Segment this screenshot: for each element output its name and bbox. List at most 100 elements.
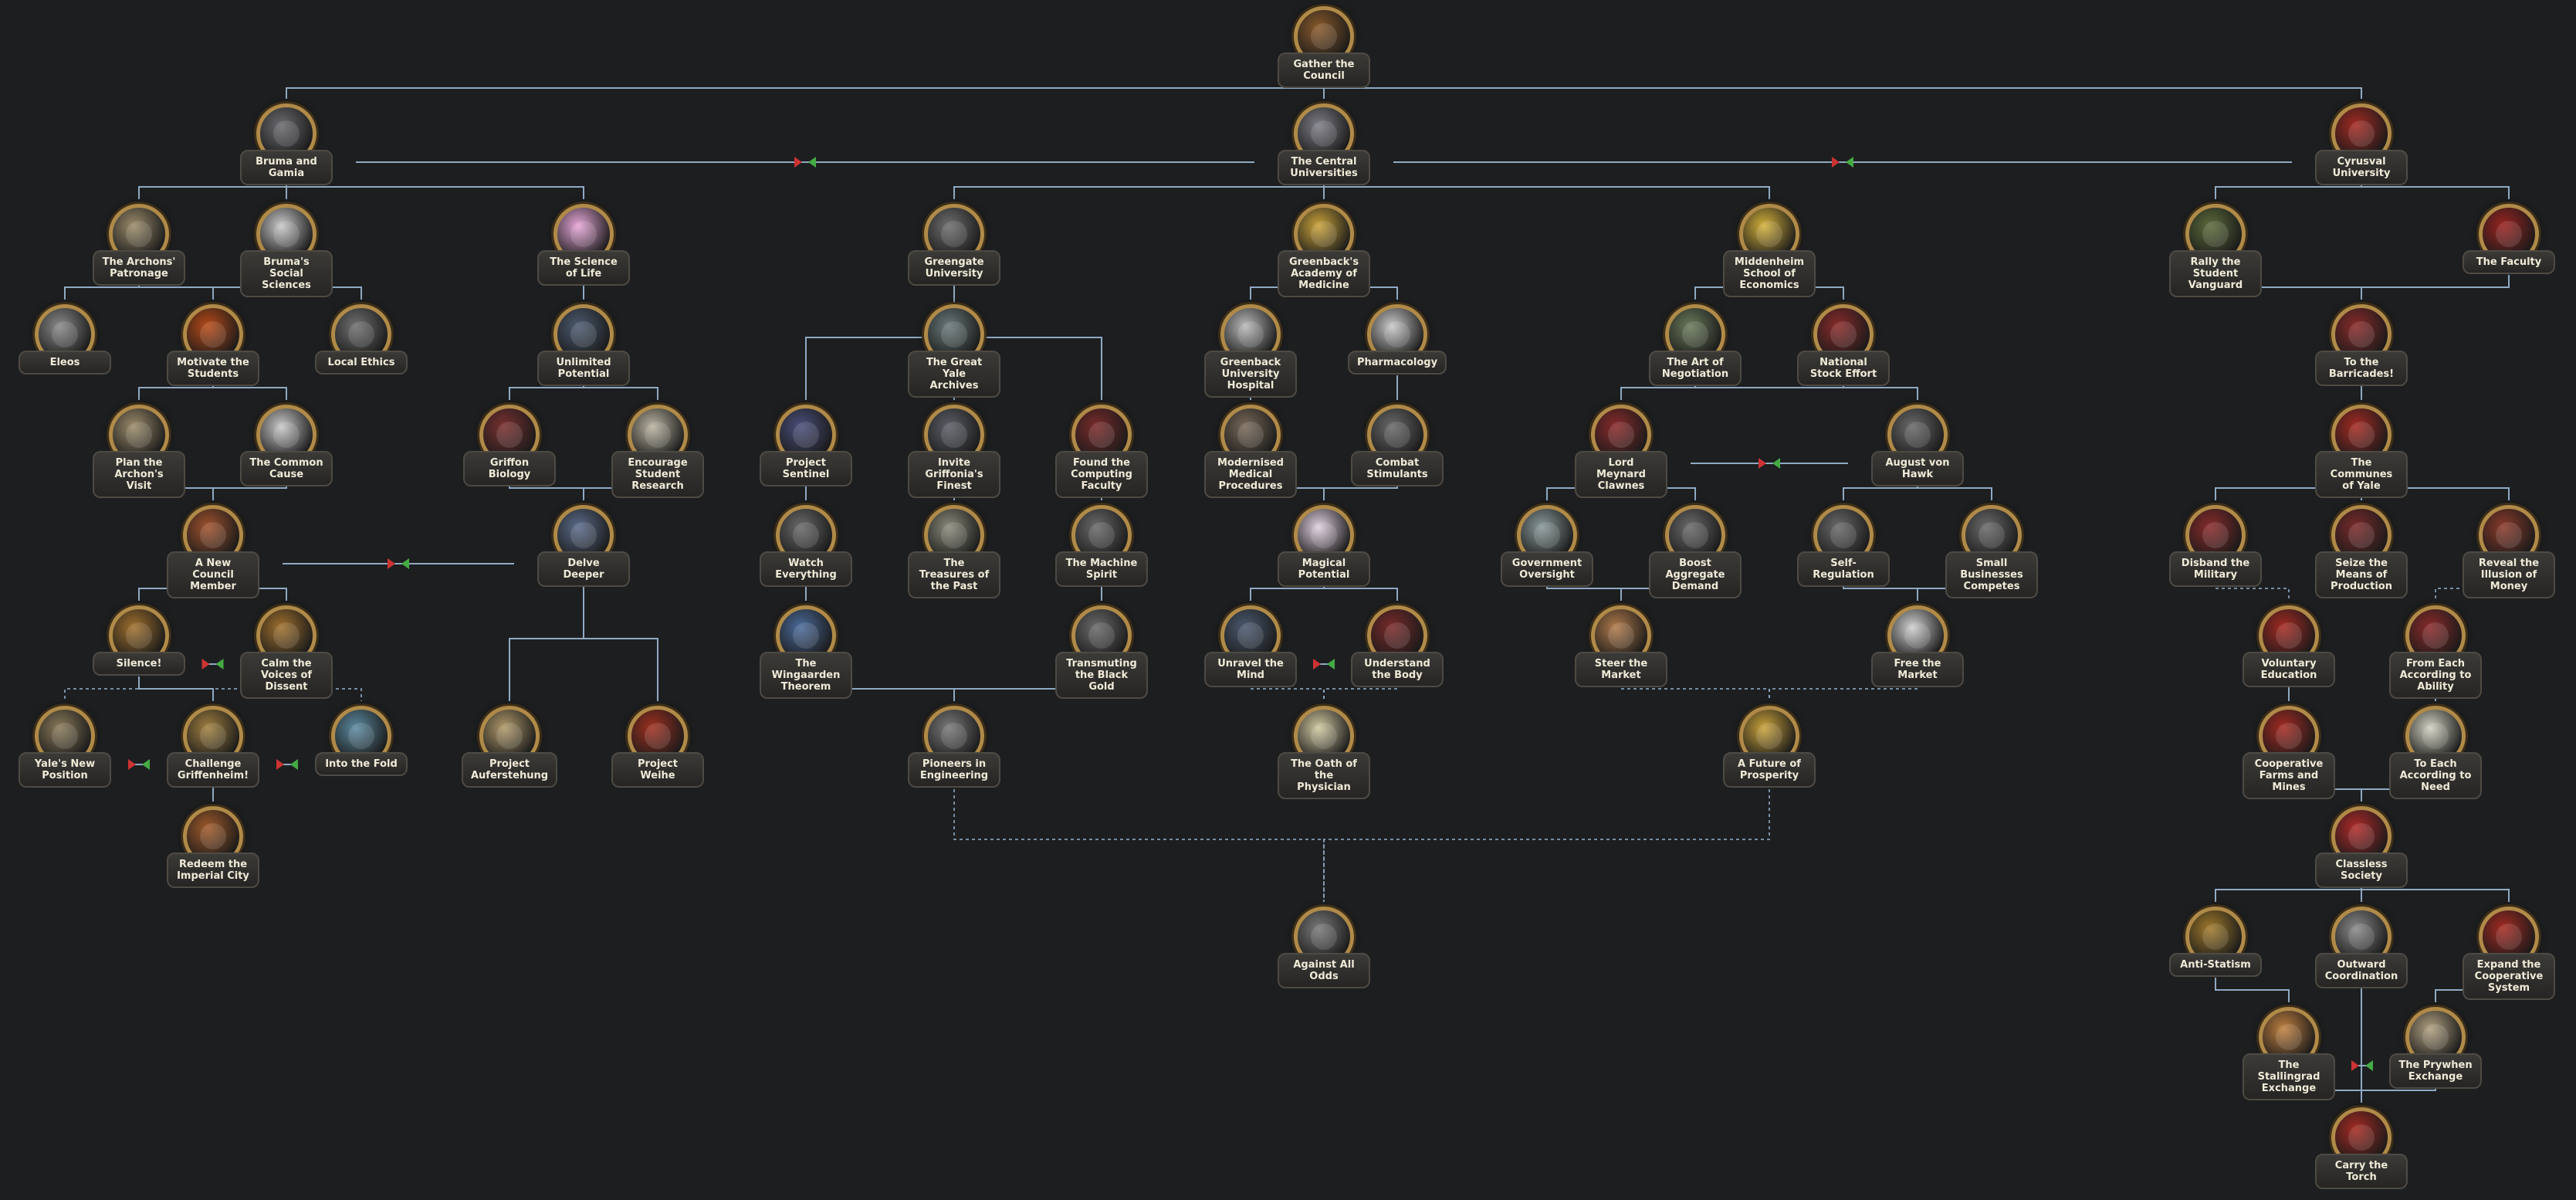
focus-fromeach[interactable]: From Each According to Ability: [2374, 605, 2497, 698]
focus-nationalstock[interactable]: National Stock Effort: [1782, 304, 1905, 397]
focus-greatyale[interactable]: The Great Yale Archives: [892, 304, 1016, 397]
focus-yalepos[interactable]: Yale's New Position: [3, 706, 127, 798]
focus-label: The Treasures of the Past: [908, 551, 1000, 598]
focus-communes[interactable]: The Communes of Yale: [2300, 405, 2423, 497]
focus-understand[interactable]: Understand the Body: [1335, 605, 1459, 698]
focus-stallion[interactable]: The Stallingrad Exchange: [2227, 1007, 2351, 1100]
focus-label: A Future of Prosperity: [1723, 752, 1816, 788]
focus-sentinel[interactable]: Project Sentinel: [744, 405, 868, 497]
focus-govover[interactable]: Government Oversight: [1485, 505, 1609, 598]
focus-negotiation[interactable]: The Art of Negotiation: [1633, 304, 1757, 397]
focus-steer[interactable]: Steer the Market: [1559, 605, 1683, 698]
focus-redeem[interactable]: Redeem the Imperial City: [151, 806, 275, 899]
focus-cyrus[interactable]: Cyrusval University: [2300, 103, 2423, 196]
focus-wingaarden[interactable]: The Wingaarden Theorem: [744, 605, 868, 698]
focus-expandcoop[interactable]: Expand the Cooperative System: [2447, 907, 2571, 999]
focus-pioneers[interactable]: Pioneers in Engineering: [892, 706, 1016, 798]
focus-challenge[interactable]: Challenge Griffenheim!: [151, 706, 275, 798]
focus-middenheim[interactable]: Middenheim School of Economics: [1708, 204, 1831, 297]
focus-eleos[interactable]: Eleos: [3, 304, 127, 397]
focus-invite[interactable]: Invite Griffonia's Finest: [892, 405, 1016, 497]
exclusive-arrow-icon: [290, 759, 298, 770]
focus-sciencelife[interactable]: The Science of Life: [522, 204, 645, 297]
focus-label: Watch Everything: [760, 551, 852, 587]
focus-disband[interactable]: Disband the Military: [2154, 505, 2277, 598]
focus-selfreg[interactable]: Self-Regulation: [1782, 505, 1905, 598]
focus-againstodds[interactable]: Against All Odds: [1262, 907, 1386, 999]
focus-outward[interactable]: Outward Coordination: [2300, 907, 2423, 999]
focus-archon[interactable]: The Archons' Patronage: [77, 204, 201, 297]
focus-seize[interactable]: Seize the Means of Production: [2300, 505, 2423, 598]
focus-brsoc[interactable]: Bruma's Social Sciences: [225, 204, 348, 297]
focus-future[interactable]: A Future of Prosperity: [1708, 706, 1831, 798]
focus-antistat[interactable]: Anti-Statism: [2154, 907, 2277, 999]
focus-unravel[interactable]: Unravel the Mind: [1189, 605, 1312, 698]
focus-greengate[interactable]: Greengate University: [892, 204, 1016, 297]
focus-combat[interactable]: Combat Stimulants: [1335, 405, 1459, 497]
focus-intofold[interactable]: Into the Fold: [300, 706, 423, 798]
focus-label: Anti-Statism: [2169, 953, 2262, 977]
focus-label: Rally the Student Vanguard: [2169, 250, 2262, 297]
focus-localeth[interactable]: Local Ethics: [300, 304, 423, 397]
focus-smallbiz[interactable]: Small Businesses Competes: [1930, 505, 2053, 598]
focus-meynard[interactable]: Lord Meynard Clawnes: [1559, 405, 1683, 497]
focus-toeach[interactable]: To Each According to Need: [2374, 706, 2497, 798]
focus-reveal[interactable]: Reveal the Illusion of Money: [2447, 505, 2571, 598]
focus-label: August von Hawk: [1871, 451, 1964, 486]
focus-label: The Archons' Patronage: [93, 250, 185, 286]
focus-faculty[interactable]: The Faculty: [2447, 204, 2571, 297]
focus-barricades[interactable]: To the Barricades!: [2300, 304, 2423, 397]
focus-label: The Faculty: [2463, 250, 2555, 274]
focus-hospital[interactable]: Greenback University Hospital: [1189, 304, 1312, 397]
focus-computing[interactable]: Found the Computing Faculty: [1040, 405, 1163, 497]
focus-delve[interactable]: Delve Deeper: [522, 505, 645, 598]
focus-machine[interactable]: The Machine Spirit: [1040, 505, 1163, 598]
focus-commoncause[interactable]: The Common Cause: [225, 405, 348, 497]
focus-oath[interactable]: The Oath of the Physician: [1262, 706, 1386, 798]
focus-griffonbio[interactable]: Griffon Biology: [448, 405, 571, 497]
focus-greenback[interactable]: Greenback's Academy of Medicine: [1262, 204, 1386, 297]
focus-blackgold[interactable]: Transmuting the Black Gold: [1040, 605, 1163, 698]
focus-august[interactable]: August von Hawk: [1856, 405, 1979, 497]
focus-plan[interactable]: Plan the Archon's Visit: [77, 405, 201, 497]
focus-label: Reveal the Illusion of Money: [2463, 551, 2555, 598]
focus-modernised[interactable]: Modernised Medical Procedures: [1189, 405, 1312, 497]
focus-voluntary[interactable]: Voluntary Education: [2227, 605, 2351, 698]
exclusive-arrow-icon: [1759, 458, 1766, 469]
focus-pharma[interactable]: Pharmacology: [1335, 304, 1459, 397]
focus-label: Project Sentinel: [760, 451, 852, 486]
focus-gather[interactable]: Gather the Council: [1262, 6, 1386, 99]
exclusive-arrow-icon: [2365, 1060, 2373, 1071]
focus-label: Disband the Military: [2169, 551, 2262, 587]
focus-silence[interactable]: Silence!: [77, 605, 201, 698]
focus-label: Cyrusval University: [2315, 150, 2408, 185]
focus-freemarket[interactable]: Free the Market: [1856, 605, 1979, 698]
focus-label: The Wingaarden Theorem: [760, 652, 852, 699]
focus-label: Outward Coordination: [2315, 953, 2408, 988]
exclusive-arrow-icon: [1327, 659, 1335, 669]
focus-label: Eleos: [19, 351, 111, 375]
focus-treasures[interactable]: The Treasures of the Past: [892, 505, 1016, 598]
focus-label: The Science of Life: [537, 250, 630, 286]
focus-motivate[interactable]: Motivate the Students: [151, 304, 275, 397]
focus-carrytorch[interactable]: Carry the Torch: [2300, 1107, 2423, 1200]
focus-coopfarms[interactable]: Cooperative Farms and Mines: [2227, 706, 2351, 798]
focus-watch[interactable]: Watch Everything: [744, 505, 868, 598]
exclusive-arrow-icon: [216, 659, 224, 669]
focus-rally[interactable]: Rally the Student Vanguard: [2154, 204, 2277, 297]
focus-label: The Central Universities: [1278, 150, 1370, 185]
focus-boostagg[interactable]: Boost Aggregate Demand: [1633, 505, 1757, 598]
focus-aufer[interactable]: Project Auferstehung: [448, 706, 571, 798]
focus-newcouncil[interactable]: A New Council Member: [151, 505, 275, 598]
focus-weihe[interactable]: Project Weihe: [596, 706, 719, 798]
focus-encourage[interactable]: Encourage Student Research: [596, 405, 719, 497]
focus-calm[interactable]: Calm the Voices of Dissent: [225, 605, 348, 698]
focus-prywhen[interactable]: The Prywhen Exchange: [2374, 1007, 2497, 1100]
focus-central[interactable]: The Central Universities: [1262, 103, 1386, 196]
focus-unlimited[interactable]: Unlimited Potential: [522, 304, 645, 397]
focus-classless[interactable]: Classless Society: [2300, 806, 2423, 899]
focus-magical[interactable]: Magical Potential: [1262, 505, 1386, 598]
focus-label: Government Oversight: [1501, 551, 1593, 587]
focus-label: The Communes of Yale: [2315, 451, 2408, 498]
focus-bruma[interactable]: Bruma and Gamia: [225, 103, 348, 196]
